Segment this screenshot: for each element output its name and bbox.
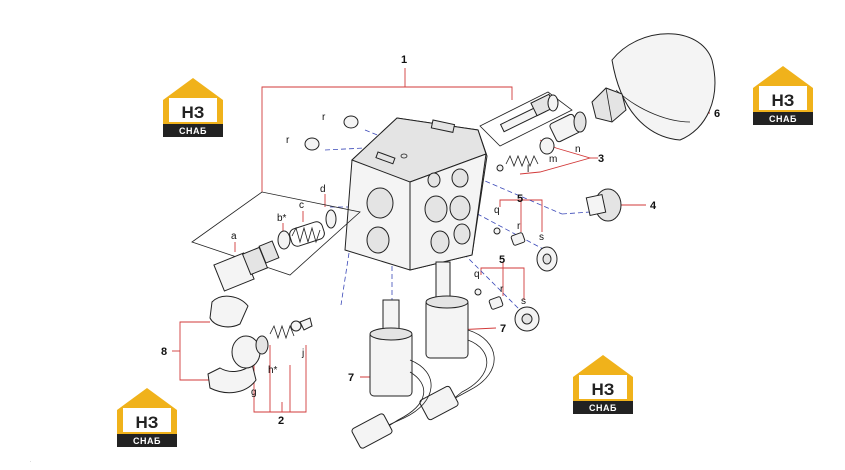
logo-subtext: СНАБ [133, 436, 161, 446]
relief-cartridge-group [191, 191, 361, 292]
logo-top-right: НЗ СНАБ [753, 66, 813, 125]
label-m: m [549, 154, 557, 165]
logo-subtext: СНАБ [589, 403, 617, 413]
spring-seat-parts [269, 317, 313, 340]
label-r-left: r [286, 135, 290, 146]
callout-8: 8 [161, 346, 167, 358]
label-q-upper: q [494, 205, 500, 216]
logo-letters: НЗ [136, 413, 159, 432]
logo-letters: НЗ [182, 103, 205, 122]
seat-ring [277, 230, 291, 250]
solenoid-coil-left [351, 299, 432, 449]
callout-7-right: 7 [500, 323, 506, 335]
letter-labels: a b* c d g h* j l m n q q r r r r s s [231, 112, 581, 398]
logo-bottom-right: НЗ СНАБ [573, 355, 633, 414]
label-h: h* [268, 365, 278, 376]
label-s-lower: s [521, 296, 526, 307]
label-s-upper: s [539, 232, 544, 243]
logo-subtext: СНАБ [769, 114, 797, 124]
o-ring [325, 209, 337, 229]
callout-4: 4 [650, 200, 657, 212]
logo-letters: НЗ [772, 91, 795, 110]
label-l: l [527, 164, 529, 175]
callout-3: 3 [598, 153, 604, 165]
relief-spring [289, 221, 325, 247]
valve-block [344, 117, 488, 271]
callout-1: 1 [401, 54, 407, 66]
label-c: c [299, 200, 304, 211]
label-r-upper: r [517, 221, 521, 232]
accumulator [591, 33, 716, 141]
port-plugs-top [304, 115, 359, 151]
label-a: a [231, 231, 237, 242]
callout-5-upper: 5 [517, 193, 523, 205]
logo-subtext: СНАБ [179, 126, 207, 136]
callout-7-left: 7 [348, 372, 354, 384]
solenoid-coil-right [419, 261, 495, 421]
logo-top-left: НЗ СНАБ [163, 78, 223, 137]
callout-6: 6 [714, 108, 720, 120]
logo-bottom-left: НЗ СНАБ [117, 388, 177, 447]
label-g: g [251, 387, 257, 398]
orifice-parts-upper [493, 227, 558, 272]
corner-mark: . [30, 458, 31, 463]
label-b: b* [277, 213, 287, 224]
callout-2: 2 [278, 415, 284, 427]
check-cartridge-group [479, 91, 573, 147]
label-j: j [301, 348, 304, 359]
cartridge-cap [213, 240, 280, 292]
label-r-top: r [322, 112, 326, 123]
check-valve-parts [496, 111, 587, 172]
label-d: d [320, 184, 326, 195]
callout-numbers: 1 2 3 4 5 5 6 7 7 8 [161, 54, 720, 427]
label-n: n [575, 144, 581, 155]
orifice-parts-lower [474, 288, 540, 332]
callout-5-lower: 5 [499, 254, 505, 266]
logo-letters: НЗ [592, 380, 615, 399]
mounting-parts [207, 295, 269, 394]
port-plug [585, 188, 622, 222]
label-r-lower: r [500, 284, 504, 295]
label-q-lower: q [474, 269, 480, 280]
